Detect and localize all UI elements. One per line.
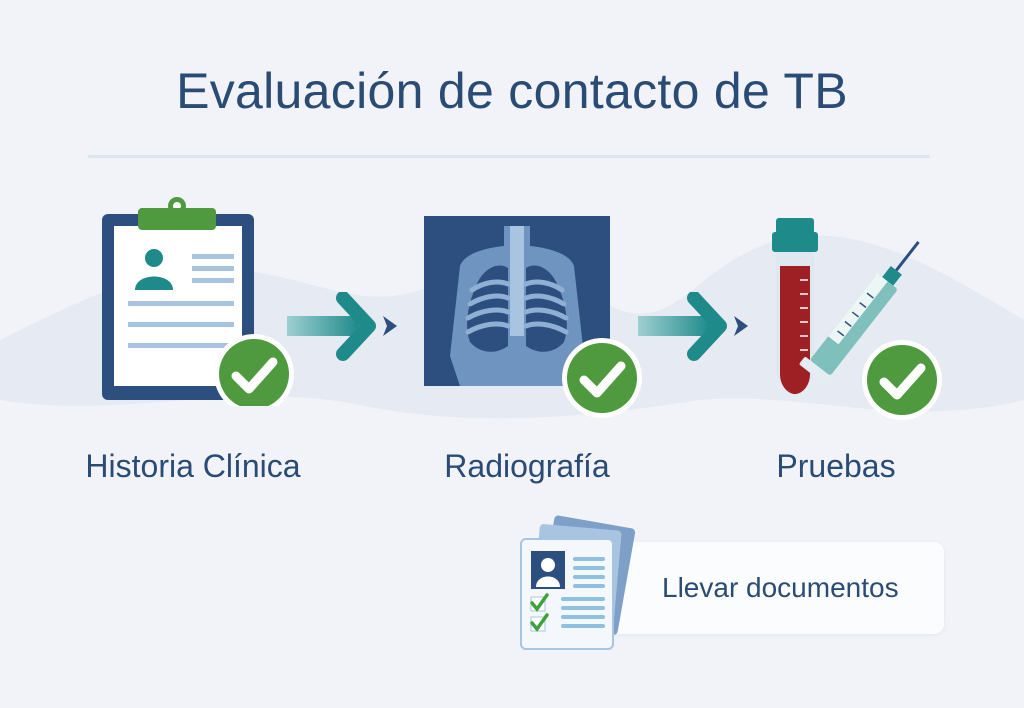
step-radiografia xyxy=(424,216,644,426)
reminder-label: Llevar documentos xyxy=(662,572,899,603)
arrow-right-icon xyxy=(287,292,397,361)
step-label: Pruebas xyxy=(776,448,896,484)
clipboard-icon xyxy=(102,197,294,406)
reminder-card xyxy=(582,542,944,634)
title-divider xyxy=(88,155,930,158)
arrow-right-icon xyxy=(638,292,748,361)
documents-icon xyxy=(520,515,636,650)
step-historia-clinica xyxy=(98,196,298,406)
blood-tube-syringe-icon xyxy=(772,218,942,420)
step-label: Historia Clínica xyxy=(85,448,301,484)
check-icon xyxy=(862,340,942,420)
check-icon xyxy=(562,338,642,418)
page-title: Evaluación de contacto de TB xyxy=(176,63,848,119)
step-pruebas xyxy=(770,218,950,428)
check-icon xyxy=(214,334,294,406)
chest-xray-icon xyxy=(424,216,642,418)
step-label: Radiografía xyxy=(444,448,610,484)
